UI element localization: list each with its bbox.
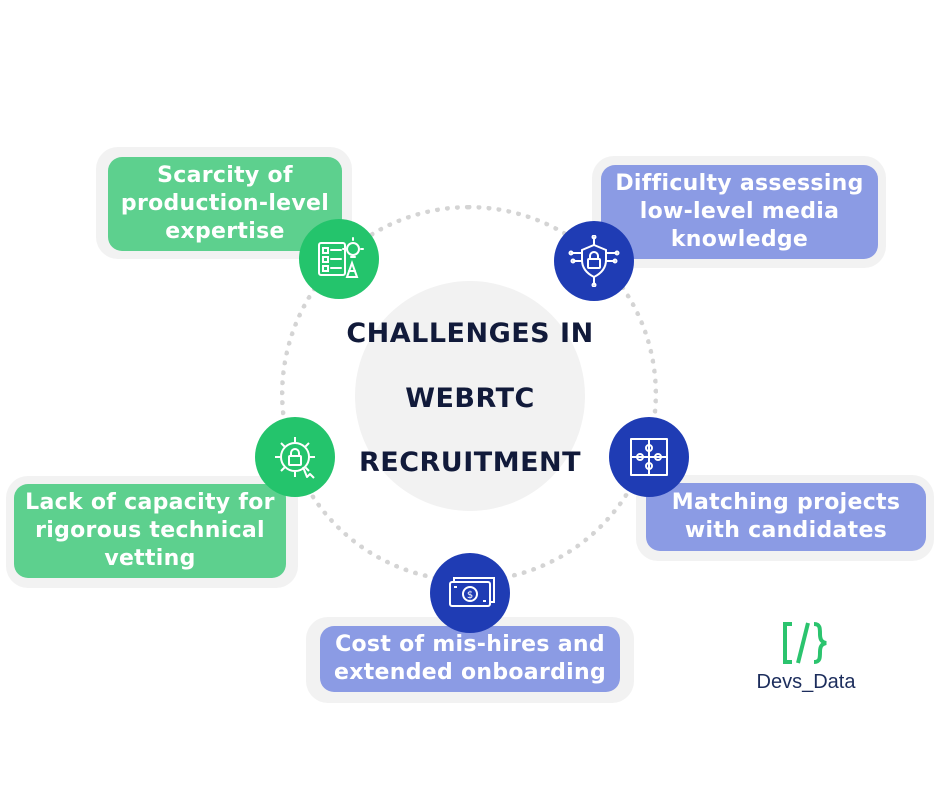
devs-data-logo-icon — [783, 622, 827, 664]
puzzle-icon — [609, 417, 689, 497]
card-lack-of-capacity: Lack of capacity for rigorous technical … — [14, 484, 286, 578]
card-line: rigorous technical — [35, 518, 265, 543]
card-line: Matching projects — [671, 490, 901, 515]
card-line: knowledge — [670, 227, 809, 252]
svg-text:$: $ — [467, 590, 473, 601]
title-line-3: RECRUITMENT — [358, 447, 582, 478]
card-line: production-level — [120, 191, 330, 216]
card-line: expertise — [165, 219, 285, 244]
card-line: Lack of capacity for — [25, 490, 275, 515]
title-line-1: CHALLENGES IN — [346, 318, 594, 349]
money-bill-icon: $ — [430, 553, 510, 633]
card-line: Scarcity of — [157, 163, 293, 188]
diagram-title: CHALLENGES IN WEBRTC RECRUITMENT — [330, 318, 610, 478]
logo-text: Devs_Data — [756, 671, 856, 693]
card-difficulty-assessing: Difficulty assessing low-level media kno… — [601, 165, 878, 259]
card-line: vetting — [104, 546, 196, 571]
card-line: with candidates — [684, 518, 888, 543]
card-line: low-level media — [639, 199, 840, 224]
card-line: Cost of mis-hires and — [335, 632, 605, 657]
card-matching-projects: Matching projects with candidates — [646, 483, 926, 551]
card-scarcity-expertise: Scarcity of production-level expertise — [108, 157, 342, 251]
card-line: Difficulty assessing — [615, 171, 864, 196]
title-line-2: WEBRTC — [405, 382, 535, 414]
circuit-security-icon — [554, 221, 634, 301]
checklist-lightbulb-icon — [299, 219, 379, 299]
card-cost-mis-hires: Cost of mis-hires and extended onboardin… — [320, 626, 620, 692]
gear-lock-icon — [255, 417, 335, 497]
card-line: extended onboarding — [333, 660, 607, 685]
center-circle — [355, 281, 585, 511]
